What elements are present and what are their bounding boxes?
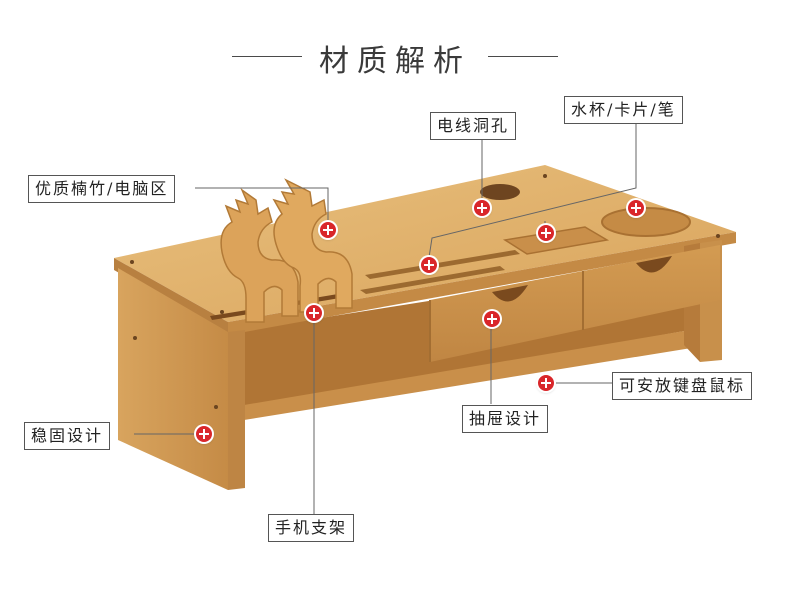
label-stable-design: 稳固设计 bbox=[24, 422, 111, 450]
card-slot bbox=[502, 226, 610, 255]
title-rule-right bbox=[488, 56, 558, 57]
drawer-handle-left bbox=[492, 285, 528, 302]
title-text: 材质解析 bbox=[319, 44, 471, 79]
bottom-shelf bbox=[244, 330, 710, 420]
marker-bamboo[interactable] bbox=[320, 222, 336, 238]
drawer-unit bbox=[430, 245, 720, 362]
marker-drawer[interactable] bbox=[484, 311, 500, 327]
pen-groove-2 bbox=[365, 250, 520, 279]
label-keyboard-mouse: 可安放键盘鼠标 bbox=[612, 372, 753, 400]
leader-lines bbox=[134, 121, 637, 515]
cable-hole bbox=[480, 184, 520, 200]
label-bamboo-area: 优质楠竹/电脑区 bbox=[28, 175, 176, 203]
marker-keyboard[interactable] bbox=[538, 375, 554, 391]
label-phone-stand: 手机支架 bbox=[268, 514, 355, 542]
label-cable-hole: 电线洞孔 bbox=[430, 112, 517, 140]
marker-cup[interactable] bbox=[628, 200, 644, 216]
marker-stable[interactable] bbox=[196, 426, 212, 442]
cup-slot bbox=[601, 207, 691, 237]
title-rule-left bbox=[232, 56, 302, 57]
top-board-edge bbox=[228, 232, 736, 335]
marker-phone-stand[interactable] bbox=[306, 305, 322, 321]
left-panel-front bbox=[228, 330, 245, 490]
pen-groove-1 bbox=[360, 266, 505, 294]
marker-cable-hole[interactable] bbox=[474, 200, 490, 216]
marker-card[interactable] bbox=[538, 225, 554, 241]
label-cup-card-pen: 水杯/卡片/笔 bbox=[564, 96, 683, 124]
deer-stand-right bbox=[272, 178, 353, 313]
drawer-handle-right bbox=[636, 256, 672, 273]
section-title: 材质解析 bbox=[0, 34, 790, 79]
deer-stand-left bbox=[220, 187, 299, 323]
marker-pen[interactable] bbox=[421, 257, 437, 273]
label-drawer-design: 抽屉设计 bbox=[462, 405, 549, 433]
